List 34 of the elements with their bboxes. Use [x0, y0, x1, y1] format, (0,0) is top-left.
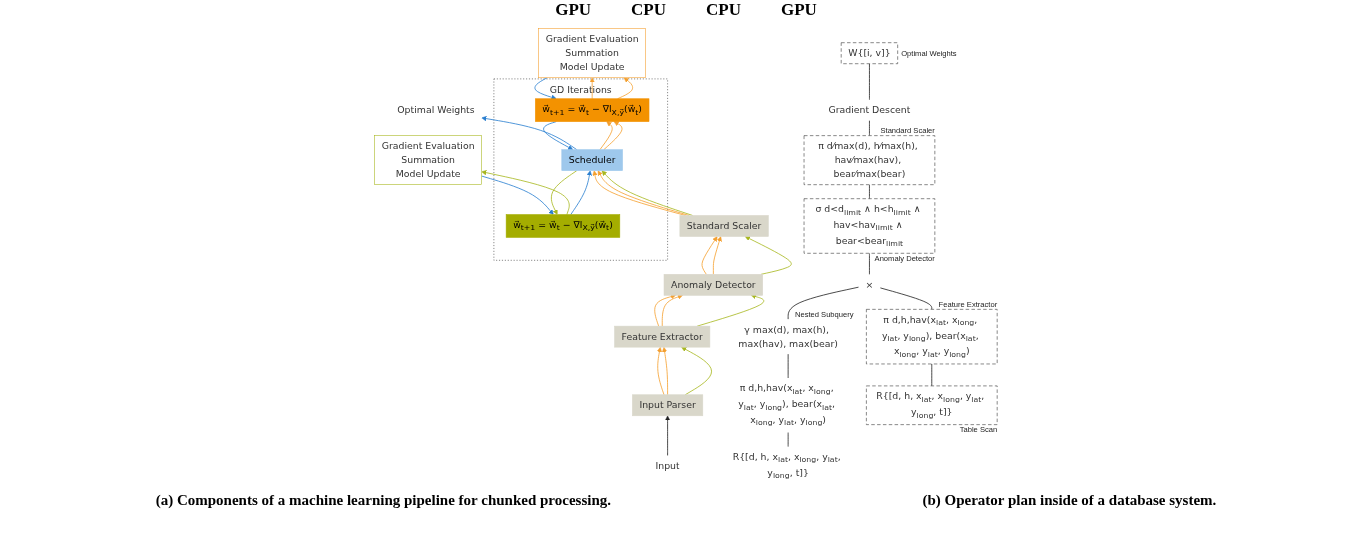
connector	[787, 286, 859, 320]
device-label: CPU	[631, 0, 666, 21]
device-label: GPU	[555, 0, 592, 21]
connector	[868, 63, 870, 101]
node-text: ×	[865, 278, 874, 291]
connector	[868, 184, 870, 200]
node-box: Input Parser	[631, 394, 703, 417]
device-label: GPU	[780, 0, 817, 21]
connector	[879, 287, 933, 310]
figure-caption: (a) Components of a machine learning pipeline for chunked processing.	[155, 492, 611, 509]
node-text: Input	[655, 460, 680, 472]
node-text: Optimal Weights	[397, 104, 475, 116]
node-box: w⃗$_{t+1}$ = w⃗$_{t}$ − ∇l$_{X,y⃗}$(w⃗$_{t}$)	[505, 214, 620, 238]
figure-caption: (b) Operator plan inside of a database system.	[922, 492, 1217, 509]
node-box: σ d<d$_{limit}$ ∧ h<h$_{limit}$ ∧ hav<hav$_{limit}$ ∧ bear<bear$_{limit}$	[803, 198, 935, 254]
connector	[868, 252, 870, 275]
node-box: w⃗$_{t+1}$ = w⃗$_{t}$ − ∇l$_{X,y⃗}$(w⃗$_{t}$)	[534, 98, 650, 122]
node-box: Feature Extractor	[614, 325, 711, 348]
node-text: R{[d, h, x$_{lat}$, x$_{long}$, y$_{lat}$, y$_{long}$, t]}	[732, 451, 841, 481]
node-text: Gradient Descent	[828, 104, 911, 116]
node-text: π d,h,hav(x$_{lat}$, x$_{long}$, y$_{lat}$, y$_{long}$), bear(x$_{lat}$, x$_{long}$, y$_{lat}$, y$_{long}$)	[738, 382, 835, 428]
node-box: W{[i, v]}	[840, 42, 898, 64]
node-box: π d,h,hav(x$_{lat}$, x$_{long}$, y$_{lat}$, y$_{long}$), bear(x$_{lat}$, x$_{long}$, y$_{lat}$, y$_{long}$)	[865, 309, 998, 365]
node-box: Scheduler	[561, 149, 623, 171]
device-label: CPU	[706, 0, 741, 21]
node-box: R{[d, h, x$_{lat}$, x$_{long}$, y$_{lat}$, y$_{long}$, t]}	[865, 385, 998, 425]
node-box: Anomaly Detector	[663, 274, 763, 296]
node-box: Standard Scaler	[679, 215, 769, 237]
node-text: γ max(d), max(h), max(hav), max(bear)	[738, 323, 838, 349]
node-box: Gradient Evaluation Summation Model Update	[538, 28, 646, 78]
node-box: Gradient Evaluation Summation Model Update	[374, 135, 482, 185]
connector	[868, 120, 870, 137]
connector	[931, 363, 933, 387]
node-box: π d⁄max(d), h⁄max(h), hav⁄max(hav), bear⁄max(bear)	[803, 135, 935, 185]
